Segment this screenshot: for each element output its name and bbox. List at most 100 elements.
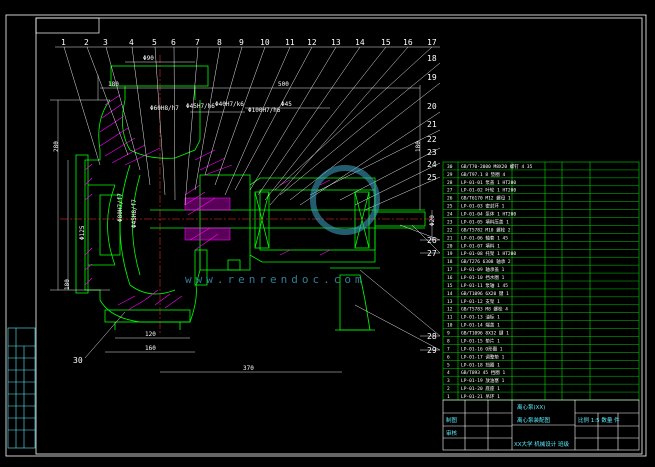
balloon-20: 20: [427, 102, 437, 111]
bom-row-text: LP-01-18 挡圈 1: [461, 361, 500, 368]
dim-bearing-fit: Φ40H7/k6: [215, 101, 244, 108]
bom-row-index: 22: [447, 227, 453, 233]
balloon-22: 22: [427, 135, 437, 144]
bom-row-index: 8: [447, 338, 450, 344]
dim-outlet-dia: Φ90: [143, 55, 154, 62]
title-school-row: XX大学 机械设计 班级: [514, 440, 570, 448]
balloon-8: 8: [217, 38, 222, 47]
dim-flange-dia: Φ125: [79, 225, 86, 240]
dim-shaft-fit-1: Φ60H8/h7: [150, 105, 179, 112]
balloon-3: 3: [103, 38, 108, 47]
bom-row-text: LP-01-21 吊环 1: [461, 394, 500, 400]
bom-row-text: LP-01-17 调整垫 1: [461, 353, 505, 360]
bom-row-text: LP-01-02 叶轮 1 HT200: [461, 187, 516, 194]
bom-row-index: 20: [447, 243, 453, 249]
bom-row-text: LP-01-04 泵体 1 HT200: [461, 211, 516, 218]
bom-row-text: GB/T1096 6X20 键 1: [461, 290, 509, 297]
balloon-numbers: 1 2 3 4 5 6 7 8 9 10 11 12 13 14 15 16 1…: [61, 38, 437, 365]
title-scale-row: 比例 1:5 数量 件: [578, 416, 620, 424]
bom-row-text: GB/T893 45 挡圈 1: [461, 369, 506, 376]
dim-lower-height: 180: [64, 279, 71, 290]
balloon-19: 19: [427, 73, 437, 82]
bom-row-index: 26: [447, 196, 453, 202]
bom-row-text: LP-01-19 放油塞 1: [461, 377, 505, 384]
bom-row-text: GB/T276 6308 轴承 2: [461, 258, 511, 265]
bom-row-index: 4: [447, 370, 450, 376]
title-block-texts: 离心泵(XX) 离心泵装配图 比例 1:5 数量 件 制图 审核 XX大学 机械…: [446, 403, 620, 448]
bom-row-index: 19: [447, 251, 453, 257]
dim-base-length: 370: [243, 365, 254, 372]
bom-row-index: 28: [447, 180, 453, 186]
bom-row-text: GB/T1096 8X32 键 1: [461, 330, 509, 337]
bom-row-index: 2: [447, 386, 450, 392]
bom-row-index: 27: [447, 188, 453, 194]
watermark-text: www.renrendoc.com: [185, 273, 366, 286]
dim-base-width-2: 160: [145, 345, 156, 352]
balloon-2: 2: [84, 38, 89, 47]
bom-row-index: 1: [447, 394, 450, 400]
balloon-17: 17: [427, 38, 437, 47]
bom-row-text: LP-01-01 泵盖 1 HT200: [461, 179, 516, 186]
bom-row-index: 29: [447, 172, 453, 178]
balloon-18: 18: [427, 54, 437, 63]
balloon-12: 12: [307, 38, 317, 47]
bom-row-index: 15: [447, 283, 453, 289]
balloon-15: 15: [381, 38, 391, 47]
balloon-25: 25: [427, 173, 437, 182]
bom-row-index: 13: [447, 299, 453, 305]
dim-shaft-height: 180: [415, 141, 422, 152]
bom-row-text: LP-01-16 O形圈 1: [461, 345, 503, 352]
balloon-4: 4: [129, 38, 134, 47]
balloon-1: 1: [61, 38, 66, 47]
bom-row-index: 25: [447, 204, 453, 210]
bom-row-index: 24: [447, 212, 453, 218]
bom-row-text: LP-01-15 垫片 1: [461, 337, 500, 344]
dim-shaft-dia: Φ20: [429, 215, 436, 226]
dim-top-height: 180: [108, 81, 119, 88]
bom-row-text: LP-01-07 填料 1: [461, 242, 500, 249]
bom-row-index: 9: [447, 331, 450, 337]
bom-row-index: 16: [447, 275, 453, 281]
bom-row-index: 6: [447, 354, 450, 360]
bom-row-text: LP-01-08 托架 1 HT200: [461, 250, 516, 257]
dim-base-width-1: 120: [145, 331, 156, 338]
bom-row-index: 12: [447, 307, 453, 313]
dim-housing-fit: Φ100H7/h6: [248, 107, 281, 114]
balloon-14: 14: [355, 38, 365, 47]
bom-row-text: GB/T6170 M12 螺母 1: [461, 195, 511, 202]
bom-row-index: 11: [447, 315, 453, 321]
bom-row-text: GB/T97.1 8 垫圈 4: [461, 171, 506, 178]
balloon-28: 28: [427, 332, 437, 341]
dim-inlet-fit: Φ45H8/f7: [131, 199, 138, 228]
balloon-24: 24: [427, 160, 437, 169]
balloon-11: 11: [285, 38, 295, 47]
balloon-27: 27: [427, 249, 437, 258]
balloon-13: 13: [331, 38, 341, 47]
bom-row-index: 5: [447, 362, 450, 368]
pump-body-outline: [75, 65, 426, 331]
balloon-30: 30: [73, 356, 83, 365]
bom-row-text: GB/T70-2000 M8X20 螺钉 4 35: [461, 163, 533, 170]
bom-row-index: 14: [447, 291, 453, 297]
balloon-10: 10: [260, 38, 270, 47]
bom-row-index: 7: [447, 346, 450, 352]
bom-row-text: GB/T5783 M8 螺栓 4: [461, 306, 508, 313]
bom-row-text: LP-01-09 轴承盖 1: [461, 266, 505, 273]
balloon-leaders: [55, 46, 441, 359]
bom-row-index: 23: [447, 219, 453, 225]
balloon-9: 9: [239, 38, 244, 47]
bom-row-index: 30: [447, 164, 453, 170]
balloon-6: 6: [171, 38, 176, 47]
balloon-7: 7: [195, 38, 200, 47]
balloon-26: 26: [427, 236, 437, 245]
left-revision-block: [7, 327, 36, 449]
balloon-21: 21: [427, 120, 437, 129]
bom-row-index: 18: [447, 259, 453, 265]
bom-row-index: 10: [447, 323, 453, 329]
title-block: [442, 399, 640, 451]
drawing-frame: [5, 14, 647, 457]
bom-row-text: LP-01-12 支架 1: [461, 298, 500, 305]
title-drawing-name: 离心泵装配图: [517, 416, 551, 424]
balloon-23: 23: [427, 148, 437, 157]
